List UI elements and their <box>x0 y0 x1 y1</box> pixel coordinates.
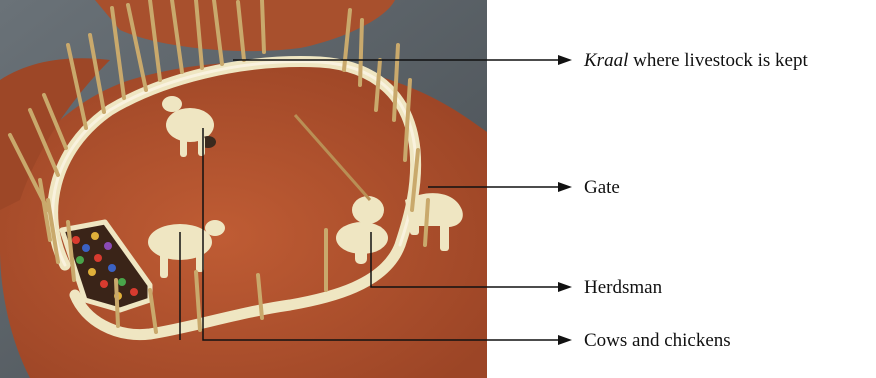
cows-arrowhead <box>558 335 572 345</box>
arrowheads <box>558 55 572 345</box>
herdsman-label: Herdsman <box>584 277 663 298</box>
gate-arrowhead <box>558 182 572 192</box>
gate-label: Gate <box>584 177 620 198</box>
photo <box>0 0 487 378</box>
herdsman-arrowhead <box>558 282 572 292</box>
kraal-label-rest: where livestock is kept <box>628 50 808 71</box>
kraal-label: Kraal where livestock is kept <box>583 50 808 71</box>
kraal-arrowhead <box>558 55 572 65</box>
cows-chickens-label: Cows and chickens <box>584 330 731 351</box>
kraal-label-italic: Kraal <box>583 50 628 71</box>
